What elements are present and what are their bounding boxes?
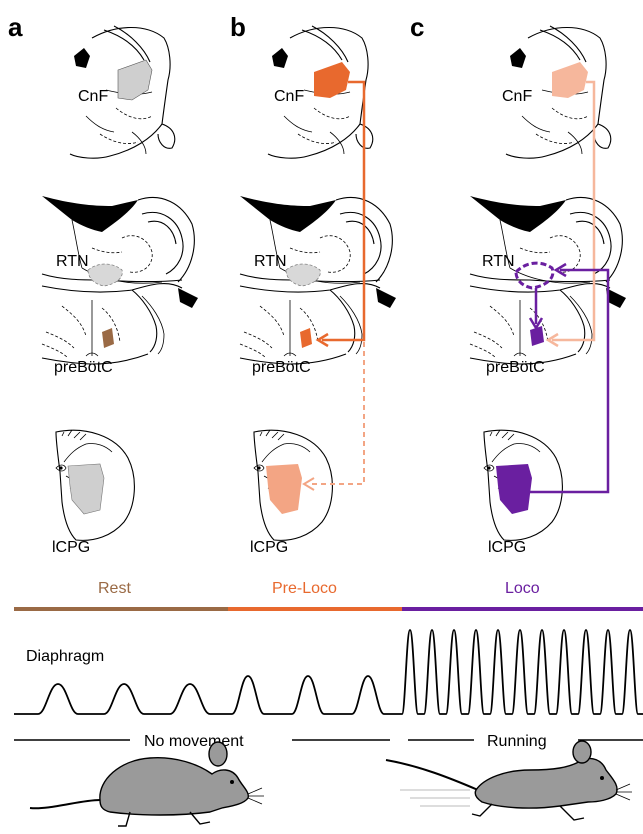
phase-label-loco: Loco bbox=[505, 580, 540, 597]
rtn-region-a bbox=[87, 263, 123, 287]
lcpg-region-c bbox=[496, 464, 532, 514]
lcpg-label-b: lCPG bbox=[250, 539, 288, 556]
no-movement-label: No movement bbox=[144, 733, 244, 750]
prebotc-label-b: preBötC bbox=[252, 359, 311, 376]
panel-c: CnF RTN preBötC lCPG bbox=[469, 25, 627, 556]
panel-a: CnF RTN preBötC lCPG bbox=[41, 25, 199, 556]
prebotc-label-a: preBötC bbox=[54, 359, 113, 376]
cnf-label-b: CnF bbox=[274, 88, 304, 105]
phase-bar-loco bbox=[402, 607, 643, 611]
lcpg-region-b bbox=[266, 464, 302, 514]
panel-letter-c: c bbox=[410, 12, 424, 42]
lcpg-region-a bbox=[67, 463, 105, 515]
lcpg-label-a: lCPG bbox=[52, 539, 90, 556]
mouse-running-icon bbox=[385, 740, 632, 821]
panel-letter-a: a bbox=[8, 12, 23, 42]
cnf-to-prebotc-arrow bbox=[322, 80, 366, 342]
rtn-label-b: RTN bbox=[254, 253, 287, 270]
prebotc-to-lcpg-dashed-arrow bbox=[308, 342, 365, 485]
rtn-label-a: RTN bbox=[56, 253, 89, 270]
cnf-region-b bbox=[314, 62, 350, 98]
phase-bar-rest bbox=[14, 607, 228, 611]
cnf-label-a: CnF bbox=[78, 88, 108, 105]
prebotc-region-a bbox=[102, 328, 114, 348]
trace-label: Diaphragm bbox=[26, 648, 104, 665]
rtn-region-c bbox=[514, 261, 555, 290]
rtn-region-b bbox=[285, 263, 321, 287]
phase-label-rest: Rest bbox=[98, 580, 131, 597]
prebotc-region-c bbox=[530, 326, 544, 346]
phase-label-preloco: Pre-Loco bbox=[272, 580, 337, 597]
rtn-label-c: RTN bbox=[482, 253, 515, 270]
cnf-region-c bbox=[552, 62, 588, 98]
lcpg-to-rtn-arrow bbox=[530, 268, 610, 494]
cnf-region-a bbox=[117, 59, 153, 101]
cnf-label-c: CnF bbox=[502, 88, 532, 105]
phase-bar-preloco bbox=[228, 607, 402, 611]
cnf-to-prebotc-arrow-c bbox=[552, 80, 596, 342]
mouse-resting-icon bbox=[29, 741, 264, 827]
prebotc-label-c: preBötC bbox=[486, 359, 545, 376]
lcpg-label-c: lCPG bbox=[488, 539, 526, 556]
diaphragm-trace bbox=[14, 629, 643, 715]
panel-b: CnF RTN preBötC lCPG bbox=[239, 25, 397, 556]
panel-letter-b: b bbox=[230, 12, 246, 42]
prebotc-region-b bbox=[300, 328, 312, 348]
running-label: Running bbox=[487, 733, 547, 750]
